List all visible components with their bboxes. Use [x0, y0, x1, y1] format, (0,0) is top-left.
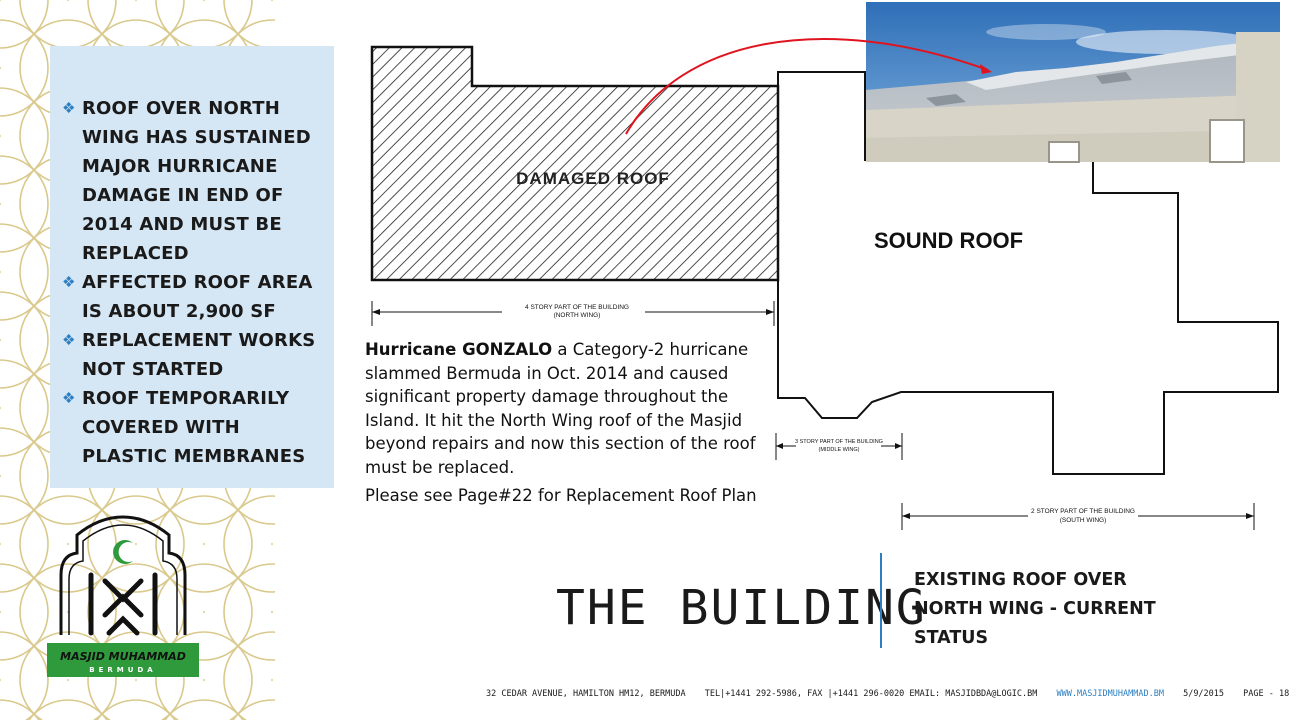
diamond-bullet-icon: ❖ — [62, 100, 76, 117]
see-page-note: Please see Page#22 for Replacement Roof … — [365, 486, 757, 505]
footer-date: 5/9/2015 — [1183, 689, 1225, 699]
footer-contact: TEL|+1441 292-5986, FAX |+1441 296-0020 … — [704, 689, 1038, 699]
page-subtitle: EXISTING ROOF OVER NORTH WING - CURRENT … — [914, 570, 1156, 648]
diamond-bullet-icon: ❖ — [62, 332, 76, 349]
logo-text-line1: MASJID MUHAMMAD — [60, 650, 186, 663]
hurricane-description: a Category-2 hurricane slammed Bermuda i… — [365, 340, 756, 477]
logo-text-line2: BERMUDA — [89, 666, 156, 674]
north-wing-dim-line2: (NORTH WING) — [554, 312, 601, 319]
bullet-text: ROOF OVER NORTH WING HAS SUSTAINED MAJOR… — [82, 98, 311, 264]
middle-wing-dimension: 3 STORY PART OF THE BUILDING (MIDDLE WIN… — [775, 433, 903, 460]
page-title: THE BUILDING — [556, 580, 927, 636]
bullet-text: REPLACEMENT WORKS NOT STARTED — [82, 330, 316, 380]
north-wing-dim-line1: 4 STORY PART OF THE BUILDING — [525, 304, 629, 311]
bullet-item: ❖ REPLACEMENT WORKS NOT STARTED — [62, 326, 324, 384]
south-wing-dim-line2: (SOUTH WING) — [1060, 517, 1107, 524]
footer-address: 32 CEDAR AVENUE, HAMILTON HM12, BERMUDA — [486, 689, 686, 699]
roof-plan-diagram: DAMAGED ROOF SOUND ROOF 4 STORY PART OF … — [370, 45, 1279, 530]
title-divider — [880, 553, 882, 648]
damaged-roof-photo — [866, 2, 1280, 163]
south-wing-dimension: 2 STORY PART OF THE BUILDING (SOUTH WING… — [901, 503, 1255, 530]
bullet-item: ❖ ROOF TEMPORARILY COVERED WITH PLASTIC … — [62, 384, 324, 471]
north-wing-dimension: 4 STORY PART OF THE BUILDING (NORTH WING… — [371, 301, 775, 326]
damaged-roof-label: DAMAGED ROOF — [516, 169, 670, 188]
annotation-arrow — [625, 38, 992, 135]
body-text: Hurricane GONZALO a Category-2 hurricane… — [365, 338, 760, 508]
bullet-panel: ❖ ROOF OVER NORTH WING HAS SUSTAINED MAJ… — [50, 46, 334, 488]
footer-page-number: PAGE - 18 — [1243, 689, 1290, 699]
diamond-bullet-icon: ❖ — [62, 390, 76, 407]
bullet-text: AFFECTED ROOF AREA IS ABOUT 2,900 SF — [82, 272, 313, 322]
diamond-bullet-icon: ❖ — [62, 274, 76, 291]
sound-roof-label: SOUND ROOF — [874, 228, 1023, 253]
footer-website-link[interactable]: WWW.MASJIDMUHAMMAD.BM — [1056, 689, 1164, 699]
bullet-item: ❖ ROOF OVER NORTH WING HAS SUSTAINED MAJ… — [62, 94, 324, 268]
hurricane-name: Hurricane GONZALO — [365, 340, 553, 359]
middle-wing-dim-line2: (MIDDLE WING) — [819, 447, 860, 453]
south-wing-dim-line1: 2 STORY PART OF THE BUILDING — [1031, 508, 1135, 515]
sound-roof-outline — [777, 71, 1279, 475]
crescent-icon — [113, 540, 133, 564]
footer: 32 CEDAR AVENUE, HAMILTON HM12, BERMUDA … — [486, 689, 1303, 699]
bullet-text: ROOF TEMPORARILY COVERED WITH PLASTIC ME… — [82, 388, 306, 467]
hurricane-paragraph: Hurricane GONZALO a Category-2 hurricane… — [365, 338, 760, 479]
masjid-logo: MASJID MUHAMMAD BERMUDA — [47, 515, 199, 677]
bullet-item: ❖ AFFECTED ROOF AREA IS ABOUT 2,900 SF — [62, 268, 324, 326]
middle-wing-dim-line1: 3 STORY PART OF THE BUILDING — [795, 439, 883, 445]
